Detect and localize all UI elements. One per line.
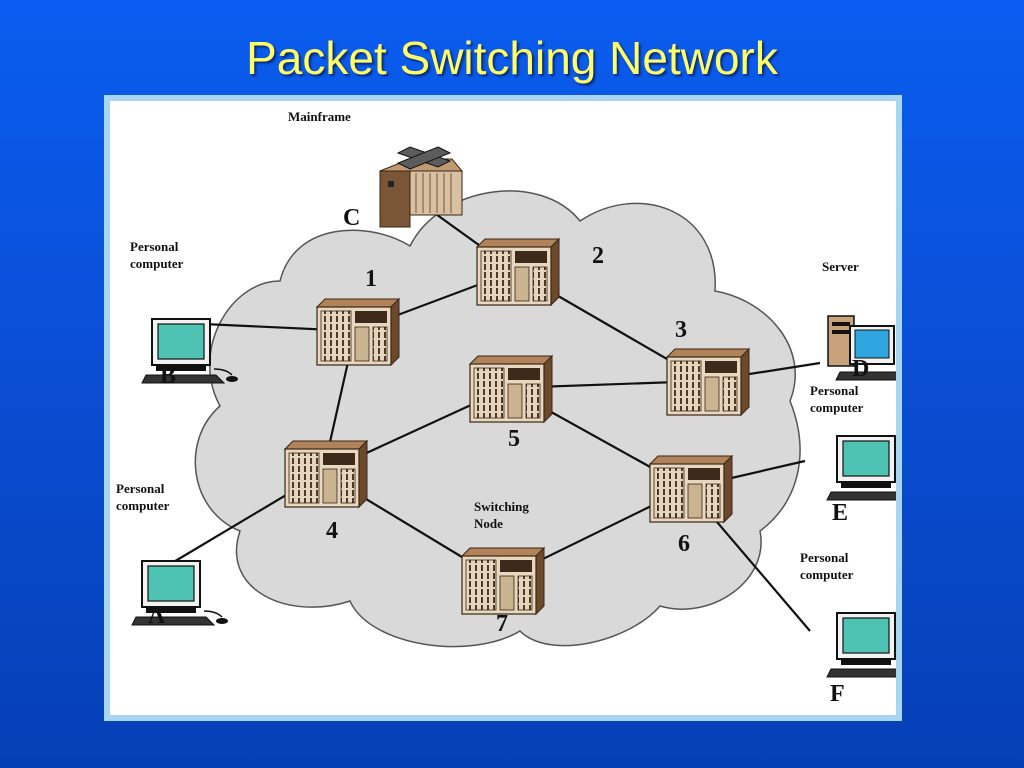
personal-computer-E	[826, 435, 896, 501]
switching-nodes	[283, 237, 751, 616]
station-letter-F: F	[830, 681, 845, 707]
personal-computer-B	[141, 318, 238, 384]
node-number-6: 6	[678, 531, 690, 557]
mainframe-C	[379, 146, 464, 228]
node-number-3: 3	[675, 317, 687, 343]
station-letter-E: E	[832, 500, 848, 526]
station-letter-C: C	[343, 205, 360, 231]
personal-computer-A	[131, 560, 228, 626]
station-letter-D: D	[852, 356, 869, 382]
slide-title: Packet Switching Network	[246, 32, 778, 84]
node-number-5: 5	[508, 426, 520, 452]
station-caption-D: Server	[822, 259, 859, 274]
node-number-2: 2	[592, 243, 604, 269]
switching-node-1	[315, 297, 401, 367]
switching-node-7	[460, 546, 546, 616]
switching-node-5	[468, 354, 554, 424]
server-D	[827, 315, 896, 381]
node-number-7: 7	[496, 611, 508, 637]
station-caption-C: Mainframe	[288, 109, 351, 124]
switching-node-3	[665, 347, 751, 417]
station-letter-B: B	[160, 363, 176, 389]
switching-node-2	[475, 237, 561, 307]
node-number-4: 4	[326, 518, 338, 544]
station-letter-A: A	[148, 603, 166, 629]
switching-node-6	[648, 454, 734, 524]
switching-node-4	[283, 439, 369, 509]
node-number-1: 1	[365, 266, 377, 292]
personal-computer-F	[826, 612, 896, 678]
end-stations	[131, 146, 896, 678]
